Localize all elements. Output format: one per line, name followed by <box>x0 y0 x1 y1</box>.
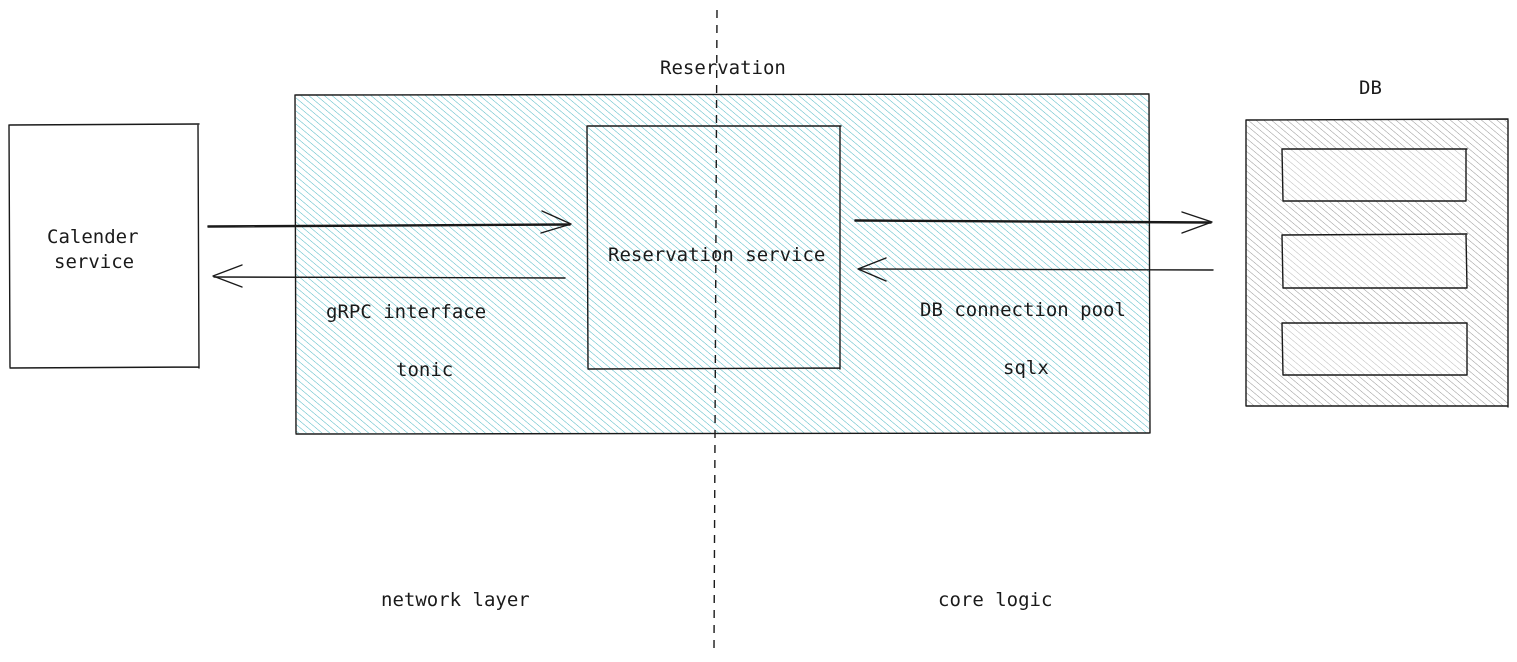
calendar-service-box <box>8 123 200 369</box>
db-table-2 <box>1281 233 1468 289</box>
tonic-label: tonic <box>396 359 453 381</box>
layer-divider-line <box>713 9 718 649</box>
reservation-service-label: Reservation service <box>608 244 825 266</box>
arrow-reservation-to-calendar <box>212 264 566 288</box>
reservation-title: Reservation <box>660 57 786 79</box>
network-layer-label: network layer <box>381 589 530 611</box>
reservation-container <box>294 93 1151 435</box>
db-label: DB <box>1359 77 1382 99</box>
arrow-calendar-to-reservation <box>207 210 572 234</box>
arrow-db-to-reservation <box>857 257 1214 282</box>
db-table-3 <box>1281 322 1468 376</box>
arrow-reservation-to-db <box>854 211 1213 234</box>
core-logic-label: core logic <box>938 589 1052 611</box>
db-table-1 <box>1281 148 1468 202</box>
sqlx-label: sqlx <box>1003 357 1049 379</box>
db-pool-label: DB connection pool <box>920 299 1126 321</box>
reservation-service-box <box>586 125 842 370</box>
calendar-label-line2: service <box>54 251 134 273</box>
calendar-label-line1: Calender <box>47 226 139 248</box>
db-block <box>1245 118 1509 408</box>
grpc-interface-label: gRPC interface <box>326 301 486 323</box>
